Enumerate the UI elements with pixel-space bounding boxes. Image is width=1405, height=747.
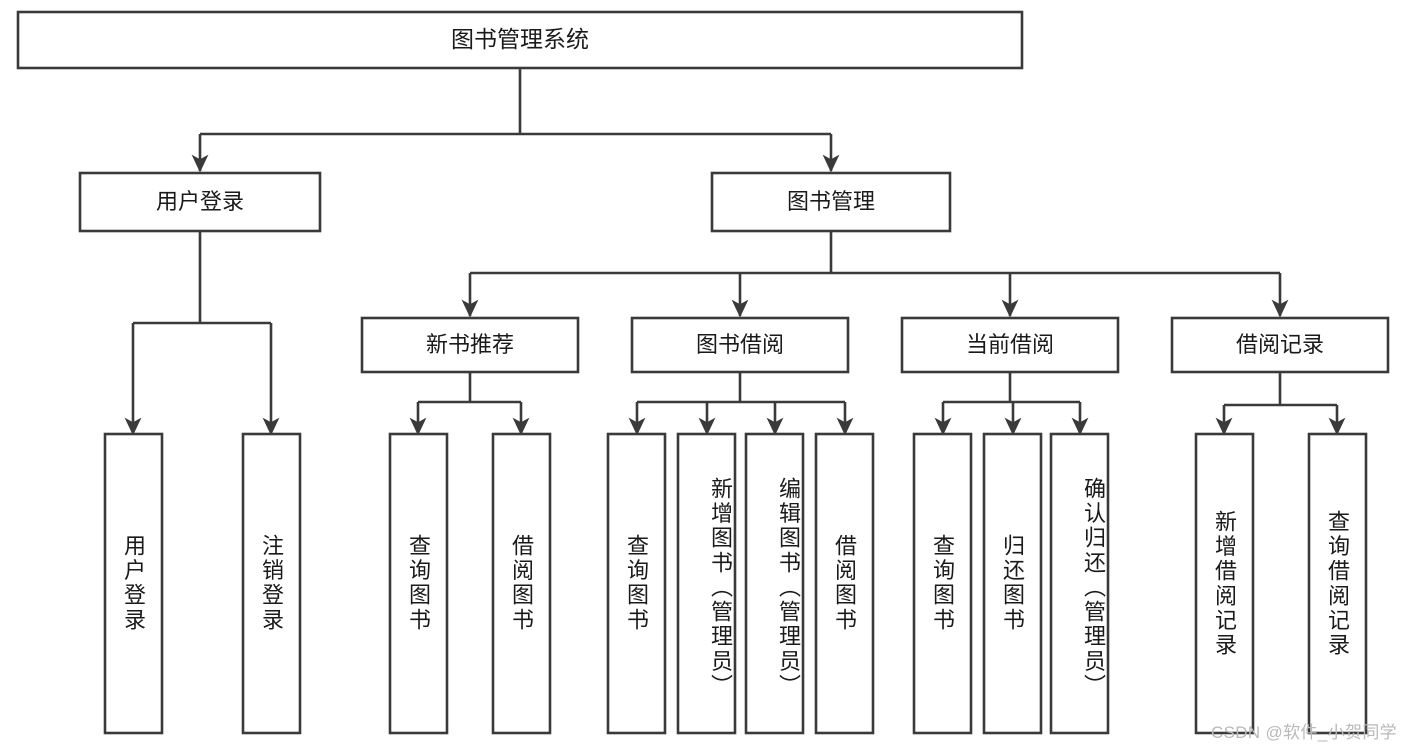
connector-group-user-login [124, 231, 280, 436]
leaf-box-borrow-record-2[interactable] [1307, 432, 1368, 735]
node-current-borrow-label: 当前借阅 [966, 332, 1054, 357]
node-user-login-label: 用户登录 [156, 189, 244, 214]
leaf-box-book-borrow-4[interactable] [814, 432, 875, 735]
node-borrow-record-box [1170, 316, 1390, 374]
leaf-box-new-book-1[interactable] [388, 432, 449, 735]
leaf-box-current-borrow-1[interactable] [912, 432, 973, 735]
leaf-box-current-borrow-2[interactable] [982, 432, 1043, 735]
node-root[interactable]: 图书管理系统 [16, 10, 1024, 70]
connector-group-root [191, 68, 840, 173]
node-book-management-label: 图书管理 [787, 189, 875, 214]
node-book-borrow-label: 图书借阅 [696, 332, 784, 357]
leaf-box-user-login-1[interactable] [103, 432, 164, 735]
connector-group-book-mgmt [461, 231, 1289, 318]
leaf-box-current-borrow-3[interactable] [1049, 432, 1110, 735]
leaf-box-book-borrow-3[interactable] [744, 432, 805, 735]
node-user-login-box [78, 171, 322, 233]
leaf-box-book-borrow-2[interactable] [676, 432, 737, 735]
connector-group-current-borrow [934, 372, 1089, 436]
node-current-borrow[interactable]: 当前借阅 [900, 316, 1120, 374]
node-new-book-recommend[interactable]: 新书推荐 [360, 316, 580, 374]
node-book-borrow[interactable]: 图书借阅 [630, 316, 850, 374]
connector-group-book-borrow [628, 372, 854, 436]
node-root-label: 图书管理系统 [451, 26, 589, 52]
node-book-management[interactable]: 图书管理 [710, 171, 952, 233]
leaf-box-new-book-2[interactable] [491, 432, 552, 735]
leaf-box-borrow-record-1[interactable] [1194, 432, 1255, 735]
node-book-borrow-box [630, 316, 850, 374]
leaf-boxes [103, 432, 1368, 735]
connector-group-borrow-record [1215, 372, 1346, 436]
leaf-box-book-borrow-1[interactable] [606, 432, 667, 735]
node-new-book-recommend-box [360, 316, 580, 374]
node-current-borrow-box [900, 316, 1120, 374]
node-root-box [16, 10, 1024, 70]
node-book-management-box [710, 171, 952, 233]
node-borrow-record[interactable]: 借阅记录 [1170, 316, 1390, 374]
connector-group-new-book [409, 372, 530, 436]
leaf-box-user-login-2[interactable] [241, 432, 302, 735]
node-borrow-record-label: 借阅记录 [1236, 332, 1324, 357]
node-new-book-recommend-label: 新书推荐 [426, 332, 514, 357]
csdn-watermark: CSDN @软件_小贺同学 [1210, 723, 1397, 742]
node-user-login[interactable]: 用户登录 [78, 171, 322, 233]
